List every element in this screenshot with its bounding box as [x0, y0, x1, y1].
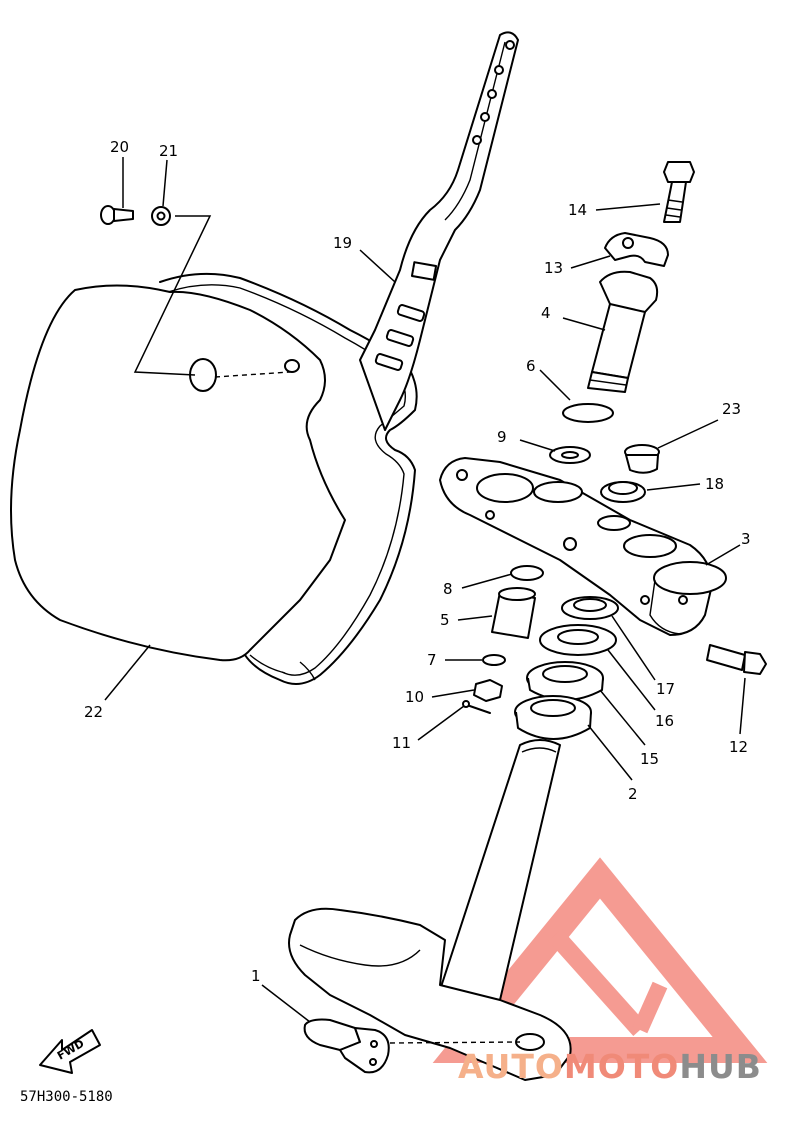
- leader-lines: [104, 157, 746, 1023]
- callout-6: 6: [526, 357, 536, 375]
- damper-9-part: [549, 446, 591, 464]
- bolt-top-part: [663, 161, 695, 223]
- steering-stem-part: [288, 739, 572, 1081]
- cable-guide-part: [303, 1018, 521, 1074]
- callout-9: 9: [497, 428, 507, 446]
- washer-16-part: [539, 624, 617, 656]
- handlebar-holder-cap-part: [604, 232, 669, 267]
- screw-part: [100, 205, 134, 225]
- washer-part: [151, 206, 171, 226]
- watermark-part-2: MOTO: [564, 1047, 679, 1086]
- callout-2: 2: [628, 785, 638, 803]
- callout-22: 22: [84, 703, 103, 721]
- callout-4: 4: [541, 304, 551, 322]
- cap-23-part: [624, 444, 660, 474]
- watermark-text: AUTOMOTOHUB: [458, 1047, 762, 1086]
- washer-6-part: [562, 403, 614, 423]
- callout-23: 23: [722, 400, 741, 418]
- bearing-2-part: [514, 695, 592, 740]
- callout-14: 14: [568, 201, 587, 219]
- washer-8-part: [510, 565, 544, 581]
- callout-12: 12: [729, 738, 748, 756]
- callout-10: 10: [405, 688, 424, 706]
- bearing-15-part: [526, 661, 604, 701]
- svg-text:AUTOMOTOHUB: AUTOMOTOHUB: [458, 1047, 762, 1086]
- callout-labels: 20 21 19 14 13 4 6 9 23 18 3 8 5 7 10 11…: [84, 138, 751, 985]
- upper-bracket-part: [439, 457, 727, 636]
- watermark-logo-icon: [432, 857, 768, 1063]
- callout-1: 1: [251, 967, 261, 985]
- callout-3: 3: [741, 530, 751, 548]
- watermark-part-3: HUB: [679, 1047, 762, 1086]
- ring-nut-17-part: [561, 596, 619, 620]
- watermark-part-1: AUTO: [458, 1047, 564, 1086]
- nut-10-part: [473, 679, 503, 702]
- headlight-cover-part: [10, 272, 418, 685]
- callout-11: 11: [392, 734, 411, 752]
- cotter-pin-11-part: [462, 700, 491, 714]
- callout-16: 16: [655, 712, 674, 730]
- callout-7: 7: [427, 651, 437, 669]
- collar-5-part: [491, 587, 536, 639]
- callout-5: 5: [440, 611, 450, 629]
- nut-18-part: [600, 481, 646, 503]
- callout-15: 15: [640, 750, 659, 768]
- pinch-bolt-part: [706, 644, 767, 675]
- callout-17: 17: [656, 680, 675, 698]
- washer-7-part: [482, 654, 506, 666]
- callout-19: 19: [333, 234, 352, 252]
- forward-direction-icon: FWD: [39, 1029, 101, 1074]
- callout-8: 8: [443, 580, 453, 598]
- headlight-bracket-part: [359, 31, 519, 431]
- callout-21: 21: [159, 142, 178, 160]
- callout-18: 18: [705, 475, 724, 493]
- callout-13: 13: [544, 259, 563, 277]
- handlebar-holder-part: [587, 270, 659, 393]
- callout-20: 20: [110, 138, 129, 156]
- drawing-code: 57H300-5180: [20, 1089, 113, 1105]
